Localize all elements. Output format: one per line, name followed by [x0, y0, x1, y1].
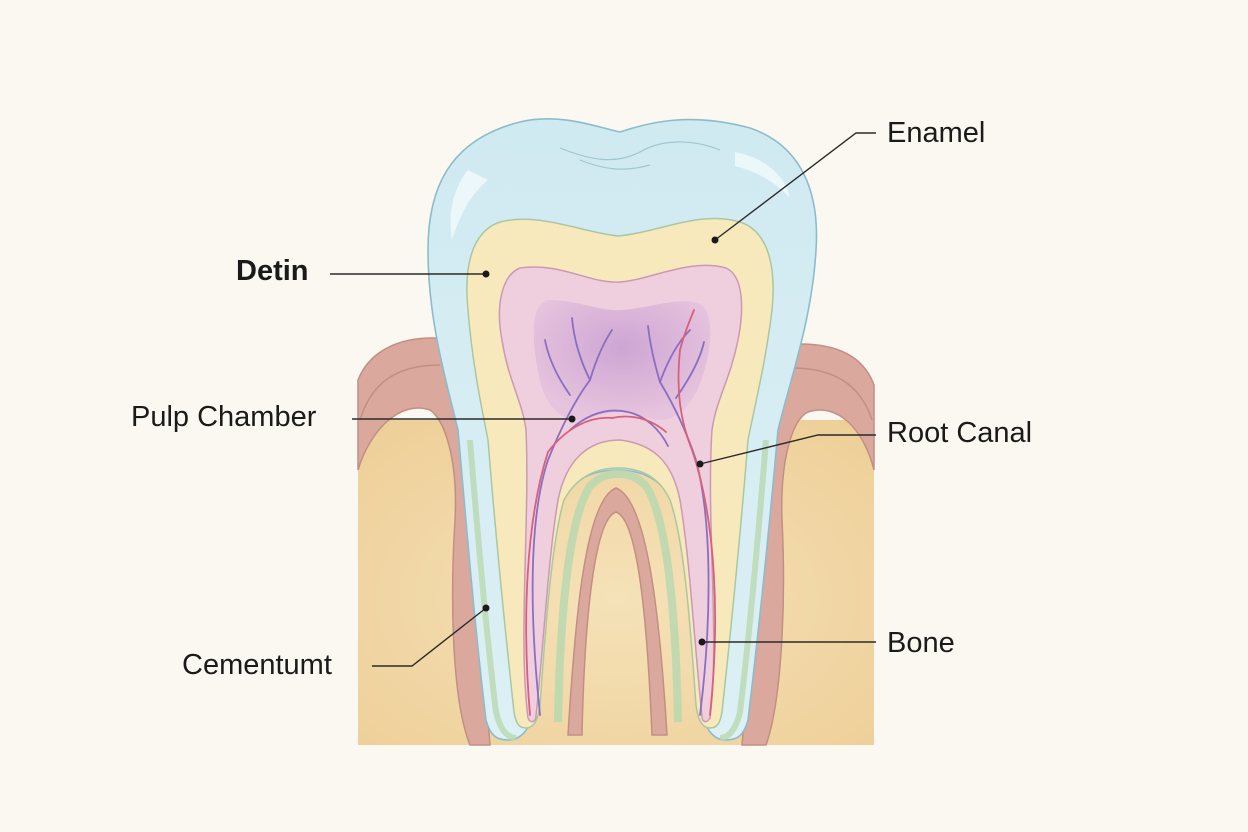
pulp-core — [533, 300, 711, 420]
label-bone: Bone — [887, 627, 955, 659]
leader-root-canal — [696, 434, 876, 468]
gum-interradicular — [567, 487, 668, 736]
leader-enamel — [711, 132, 876, 244]
cementum-inner — [554, 469, 682, 723]
gum-right-inner-line — [791, 367, 873, 421]
label-enamel: Enamel — [887, 117, 985, 149]
cementum-left — [467, 439, 517, 741]
enamel-highlight-left — [450, 170, 488, 240]
enamel-highlight-right — [735, 152, 790, 198]
label-root-canal: Root Canal — [887, 417, 1032, 449]
leader-cementum — [372, 604, 490, 667]
label-dentin: Detin — [236, 255, 309, 287]
gum-left-inner-line — [359, 364, 441, 421]
cementum-right — [719, 439, 769, 741]
gum-left — [357, 337, 491, 746]
enamel-cusp-lines — [559, 141, 721, 170]
label-cementum: Cementumt — [182, 649, 332, 681]
leader-pulp-chamber — [352, 415, 576, 423]
leader-dentin — [330, 270, 490, 278]
leader-bone — [698, 638, 876, 646]
label-pulp-chamber: Pulp Chamber — [131, 401, 317, 433]
